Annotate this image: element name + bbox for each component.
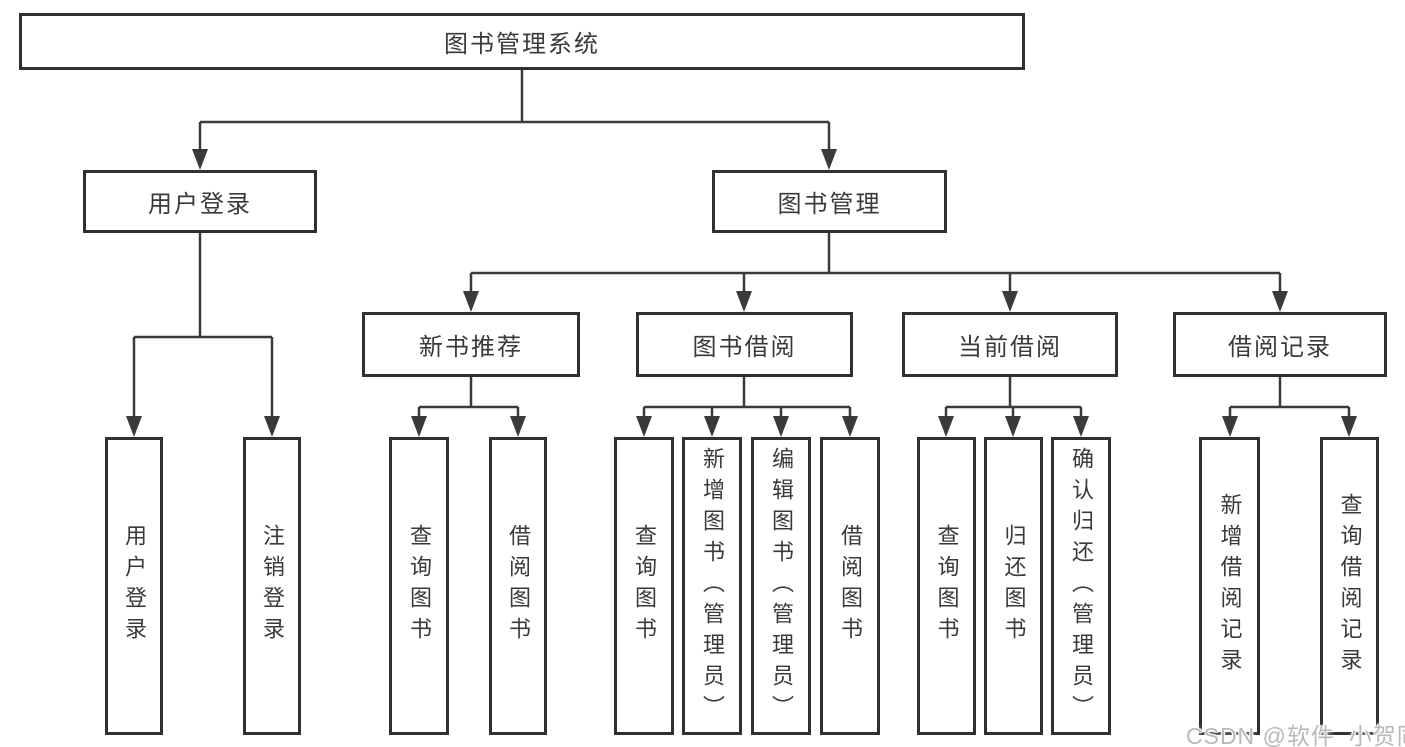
node-leaf-query-borrow-record: 查询借阅记录 bbox=[1320, 437, 1379, 735]
arrowhead bbox=[264, 416, 280, 437]
connector-current-borrow-to-leaves bbox=[938, 377, 1089, 437]
arrowhead bbox=[1002, 291, 1018, 312]
node-leaf-query-book-1: 查询图书 bbox=[389, 437, 449, 735]
arrowhead bbox=[736, 291, 752, 312]
node-leaf-borrow-book-1: 借阅图书 bbox=[489, 437, 547, 735]
arrowhead bbox=[938, 416, 954, 437]
arrowhead bbox=[126, 416, 142, 437]
arrowhead bbox=[1222, 416, 1238, 437]
connector-new-book-recommend-to-leaves bbox=[411, 377, 526, 437]
node-user-login: 用户登录 bbox=[83, 170, 317, 233]
connector-borrow-records-to-leaves bbox=[1222, 377, 1357, 437]
arrowhead bbox=[1073, 416, 1089, 437]
node-leaf-query-book-2: 查询图书 bbox=[614, 437, 674, 735]
connector-book-borrow-to-leaves bbox=[636, 377, 858, 437]
node-leaf-add-book-admin: 新增图书（管理员） bbox=[682, 437, 742, 735]
arrowhead bbox=[773, 416, 789, 437]
node-leaf-return-book: 归还图书 bbox=[984, 437, 1043, 735]
node-leaf-user-login: 用户登录 bbox=[105, 437, 163, 735]
node-current-borrow: 当前借阅 bbox=[902, 312, 1118, 377]
arrowhead bbox=[821, 149, 837, 170]
connector-book-management-to-level3 bbox=[463, 233, 1288, 312]
arrowhead bbox=[1272, 291, 1288, 312]
node-book-borrow: 图书借阅 bbox=[636, 312, 853, 377]
node-leaf-confirm-return-admin: 确认归还（管理员） bbox=[1051, 437, 1111, 735]
node-leaf-logout: 注销登录 bbox=[243, 437, 301, 735]
node-leaf-add-borrow-record: 新增借阅记录 bbox=[1199, 437, 1260, 735]
node-leaf-query-book-3: 查询图书 bbox=[917, 437, 976, 735]
arrowhead bbox=[411, 416, 427, 437]
arrowhead bbox=[1341, 416, 1357, 437]
node-root: 图书管理系统 bbox=[19, 13, 1025, 70]
arrowhead bbox=[704, 416, 720, 437]
connector-user-login-to-leaves bbox=[126, 233, 280, 437]
connector-root-to-level2 bbox=[192, 69, 837, 170]
node-new-book-recommend: 新书推荐 bbox=[362, 312, 580, 377]
arrowhead bbox=[1005, 416, 1021, 437]
node-leaf-edit-book-admin: 编辑图书（管理员） bbox=[751, 437, 811, 735]
arrowhead bbox=[842, 416, 858, 437]
arrowhead bbox=[510, 416, 526, 437]
node-borrow-records: 借阅记录 bbox=[1173, 312, 1387, 377]
csdn-watermark: CSDN @软件_小贺同学 bbox=[1186, 723, 1405, 747]
arrowhead bbox=[192, 149, 208, 170]
node-book-management: 图书管理 bbox=[712, 170, 947, 233]
node-leaf-borrow-book-2: 借阅图书 bbox=[820, 437, 880, 735]
arrowhead bbox=[463, 291, 479, 312]
arrowhead bbox=[636, 416, 652, 437]
